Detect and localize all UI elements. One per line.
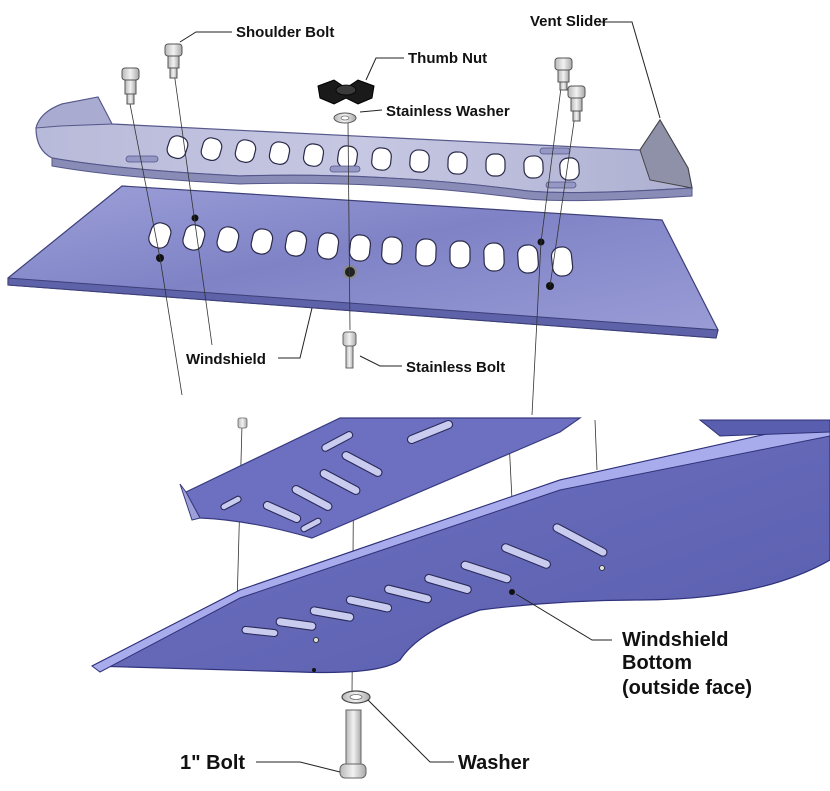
- shoulder-bolt-icon: [121, 67, 140, 105]
- shoulder-bolt-icon: [164, 43, 183, 79]
- vent-slider-guide-slot: [545, 181, 577, 189]
- bottom-vent-slider-slots: [220, 419, 454, 533]
- bottom-hole: [312, 668, 316, 672]
- label-windshield-bottom-3: (outside face): [622, 677, 752, 699]
- vent-slider-guide-slot: [329, 165, 361, 173]
- label-thumb-nut: Thumb Nut: [408, 50, 487, 67]
- leader-lines-top: [179, 21, 661, 367]
- label-windshield-bottom-2: Bottom: [622, 652, 692, 674]
- bolt-stub-icon: [237, 417, 248, 429]
- shoulder-bolt-icon: [567, 85, 586, 122]
- bottom-windshield-slots: [241, 523, 608, 638]
- washer-icon: [341, 690, 371, 704]
- label-shoulder-bolt: Shoulder Bolt: [236, 24, 334, 41]
- label-stainless-washer: Stainless Washer: [386, 103, 510, 120]
- vent-slider-panel: [35, 96, 693, 202]
- windshield-hole: [191, 214, 199, 222]
- label-windshield: Windshield: [186, 351, 266, 368]
- label-vent-slider: Vent Slider: [530, 13, 608, 30]
- vent-slider-guide-slot: [125, 155, 159, 163]
- windshield-panel: [7, 185, 719, 339]
- stainless-bolt-icon: [342, 331, 357, 369]
- bottom-hole: [599, 565, 605, 571]
- vent-slider-tab-left: [35, 96, 113, 129]
- vent-slider-tab-right: [639, 119, 693, 189]
- shoulder-bolt-icon: [554, 57, 573, 91]
- label-one-inch-bolt: 1" Bolt: [180, 752, 245, 774]
- bottom-hole: [509, 589, 515, 595]
- label-stainless-bolt: Stainless Bolt: [406, 359, 505, 376]
- vent-slider-guide-slot: [539, 147, 571, 155]
- windshield-hole: [343, 265, 357, 279]
- label-windshield-bottom-1: Windshield: [622, 629, 728, 651]
- leader-lines-bottom: [256, 593, 612, 773]
- thumb-nut-icon: [317, 79, 375, 105]
- windshield-vent-slots: [148, 222, 574, 277]
- windshield-bottom-view: [91, 417, 830, 674]
- stainless-washer-icon: [333, 112, 357, 124]
- bottom-hole: [313, 637, 319, 643]
- label-washer: Washer: [458, 752, 530, 774]
- one-inch-bolt-icon: [339, 709, 367, 779]
